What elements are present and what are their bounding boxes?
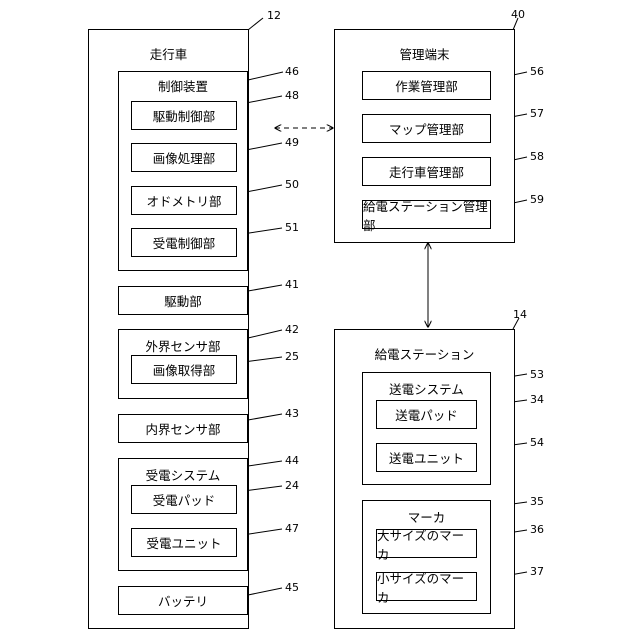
external-sensor-title: 外界センサ部 [119,336,247,355]
station-management-unit: 給電ステーション管理部 [362,200,491,229]
ref-58: 58 [530,151,544,163]
battery: バッテリ [118,586,248,615]
ref-12: 12 [267,10,281,22]
ref-35: 35 [530,496,544,508]
ref-48: 48 [285,90,299,102]
power-station-title: 給電ステーション [335,344,514,363]
ref-59: 59 [530,194,544,206]
ref-25: 25 [285,351,299,363]
ref-47: 47 [285,523,299,535]
drive-control-unit: 駆動制御部 [131,101,237,130]
small-marker: 小サイズのマーカ [376,572,477,601]
vehicle-management-unit: 走行車管理部 [362,157,491,186]
transmission-unit: 送電ユニット [376,443,477,472]
ref-57: 57 [530,108,544,120]
drive-unit: 駆動部 [118,286,248,315]
vehicle-title: 走行車 [89,44,248,63]
receiving-pad: 受電パッド [131,485,237,514]
control-device-title: 制御装置 [119,76,247,95]
management-terminal-title: 管理端末 [335,44,514,63]
ref-53: 53 [530,369,544,381]
transmission-pad: 送電パッド [376,400,477,429]
ref-42: 42 [285,324,299,336]
ref-51: 51 [285,222,299,234]
odometry-unit: オドメトリ部 [131,186,237,215]
ref-56: 56 [530,66,544,78]
ref-34: 34 [530,394,544,406]
ref-45: 45 [285,582,299,594]
ref-43: 43 [285,408,299,420]
power-transmission-system-title: 送電システム [363,379,490,398]
receiving-unit: 受電ユニット [131,528,237,557]
map-management-unit: マップ管理部 [362,114,491,143]
ref-44: 44 [285,455,299,467]
image-processing-unit: 画像処理部 [131,143,237,172]
ref-40: 40 [511,9,525,21]
ref-49: 49 [285,137,299,149]
ref-24: 24 [285,480,299,492]
work-management-unit: 作業管理部 [362,71,491,100]
power-receiving-system-title: 受電システム [119,465,247,484]
ref-50: 50 [285,179,299,191]
internal-sensor-unit: 内界センサ部 [118,414,248,443]
image-acquisition-unit: 画像取得部 [131,355,237,384]
marker-title: マーカ [363,507,490,526]
ref-46: 46 [285,66,299,78]
ref-14: 14 [513,309,527,321]
large-marker: 大サイズのマーカ [376,529,477,558]
power-receiving-control-unit: 受電制御部 [131,228,237,257]
ref-37: 37 [530,566,544,578]
ref-36: 36 [530,524,544,536]
ref-54: 54 [530,437,544,449]
ref-41: 41 [285,279,299,291]
